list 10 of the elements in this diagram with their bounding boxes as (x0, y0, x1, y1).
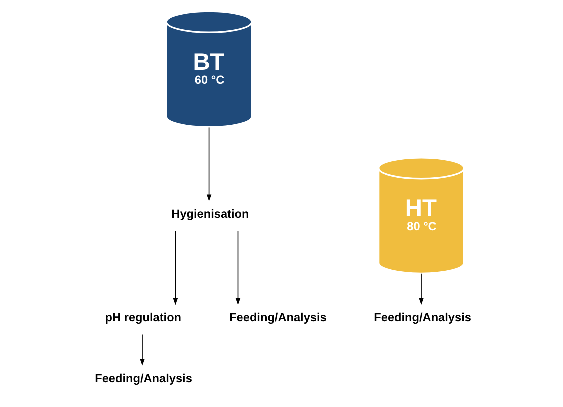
arrow (140, 334, 144, 366)
arrow (418, 273, 424, 306)
arrow (235, 230, 240, 306)
arrow (172, 230, 178, 306)
node-text: Feeding/Analysis (374, 310, 471, 325)
node-text: Feeding/Analysis (229, 310, 326, 325)
arrow (206, 127, 212, 202)
node-text: Hygienisation (171, 207, 249, 222)
node-text: Feeding/Analysis (94, 371, 192, 386)
node-text: pH regulation (104, 310, 182, 325)
